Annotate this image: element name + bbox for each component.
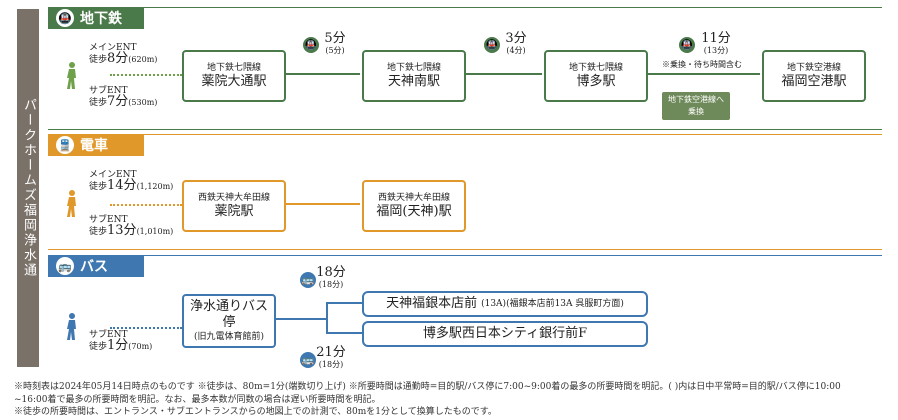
transfer-callout: 地下鉄空港線へ乗換 — [662, 92, 730, 120]
station-yakuin-odori: 地下鉄七隈線 薬院大通駅 — [182, 50, 286, 102]
sidebar-title: パークホームズ福岡浄水通 — [21, 98, 36, 278]
train-sub-ent-walk: 徒歩13分(1,010m) — [89, 223, 174, 238]
subway-connector — [646, 73, 760, 75]
bus-connector — [326, 332, 362, 334]
bus-walk-line — [110, 327, 182, 329]
subway-main-ent-label: メインENT — [89, 43, 137, 53]
subway-time-3: 11分(13分) — [701, 31, 731, 56]
subway-time-2: 3分(4分) — [505, 31, 527, 56]
subway-sub-ent-walk: 徒歩7分(530m) — [89, 94, 158, 109]
subway-icon: 🚇 — [56, 9, 74, 27]
bus-time-icon: 🚌 — [300, 352, 316, 368]
train-header: 🚆 電車 — [48, 134, 144, 156]
footnote-1: ※時刻表は2024年05月14日時点のものです ※徒歩は、80m=1分(端数切り… — [14, 382, 841, 392]
subway-transfer-note: ※乗換・待ち時間含む — [662, 60, 742, 69]
bus-header: 🚌 バス — [48, 255, 144, 277]
bus-title: バス — [80, 259, 108, 275]
subway-connector — [284, 73, 360, 75]
station-yakuin: 西鉄天神大牟田線 薬院駅 — [182, 180, 286, 232]
bus-connector — [274, 318, 326, 320]
subway-sub-ent-label: サブENT — [89, 86, 128, 96]
bus-time-icon: 🚌 — [300, 272, 316, 288]
subway-connector — [464, 73, 542, 75]
station-hakata: 地下鉄七隈線 博多駅 — [544, 50, 648, 102]
subway-time-icon: 🚇 — [484, 37, 500, 53]
subway-header: 🚇 地下鉄 — [48, 7, 144, 29]
footnote-2: ~16:00着で最多の所要時間を明記。なお、最多本数が同数の場合は遅い所要時間を… — [14, 395, 381, 405]
subway-time-1: 5分(5分) — [324, 31, 346, 56]
train-connector — [284, 203, 360, 205]
train-sub-ent-label: サブENT — [89, 215, 128, 225]
bus-time-2: 21分(18分) — [316, 345, 346, 370]
train-icon: 🚆 — [56, 136, 74, 154]
subway-bottom-divider — [48, 129, 882, 130]
walker-icon — [67, 62, 76, 89]
walker-icon — [67, 313, 76, 340]
bus-dest-tenjin: 天神福銀本店前 (13A)(福銀本店前13A 呉服町方面) — [362, 291, 648, 317]
subway-time-icon: 🚇 — [303, 37, 319, 53]
bus-divider — [144, 255, 882, 256]
bus-sub-ent-walk: 徒歩1分(70m) — [89, 338, 153, 353]
train-main-ent-label: メインENT — [89, 170, 137, 180]
train-main-ent-walk: 徒歩14分(1,120m) — [89, 178, 174, 193]
walker-icon — [67, 190, 76, 217]
station-fukuoka-tenjin: 西鉄天神大牟田線 福岡(天神)駅 — [362, 180, 466, 232]
train-bottom-divider — [48, 249, 882, 250]
sidebar — [17, 9, 39, 367]
subway-walk-line — [110, 74, 182, 76]
bus-time-1: 18分(18分) — [316, 265, 346, 290]
subway-title: 地下鉄 — [80, 11, 122, 27]
bus-sub-ent-label: サブENT — [89, 330, 128, 340]
bus-dest-hakata: 博多駅西日本シティ銀行前F — [362, 321, 648, 347]
station-tenjin-minami: 地下鉄七隈線 天神南駅 — [362, 50, 466, 102]
subway-main-ent-walk: 徒歩8分(620m) — [89, 51, 158, 66]
station-fukuoka-airport: 地下鉄空港線 福岡空港駅 — [762, 50, 866, 102]
train-walk-line — [110, 204, 182, 206]
train-title: 電車 — [80, 138, 108, 154]
subway-divider — [144, 7, 882, 8]
bus-branch-line — [326, 302, 328, 334]
footnote-3: ※徒歩の所要時間は、エントランス・サブエントランスからの地図上での計測で、80m… — [14, 407, 497, 417]
train-divider — [144, 134, 882, 135]
bus-connector — [326, 302, 362, 304]
bus-icon: 🚌 — [56, 257, 74, 275]
subway-time-icon: 🚇 — [679, 37, 695, 53]
bus-stop-josuidori: 浄水通りバス停 (旧九電体育館前) — [182, 294, 276, 348]
